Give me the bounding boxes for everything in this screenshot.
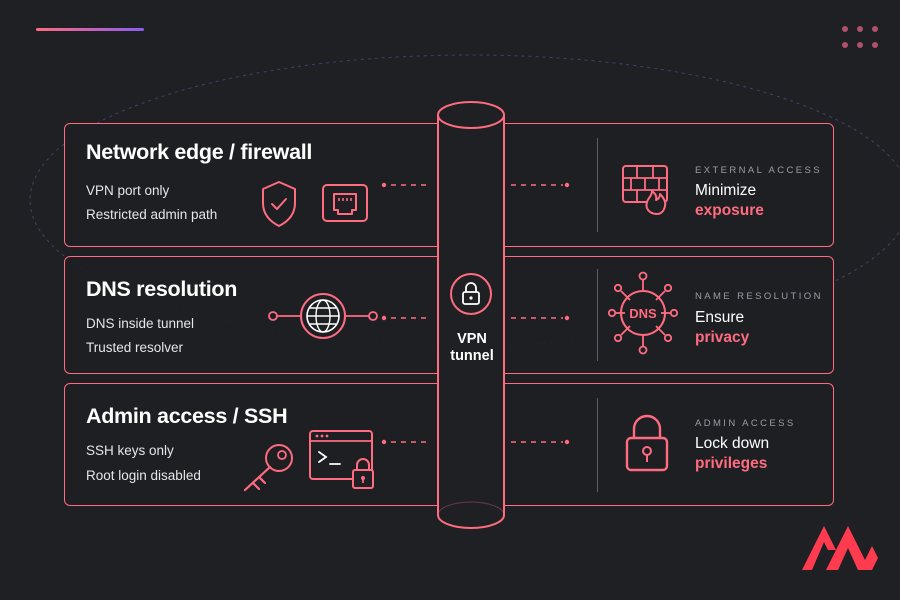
card-goal-accent: exposure	[695, 202, 764, 219]
card-goal: Lock down	[695, 435, 770, 452]
divider	[597, 398, 598, 492]
card-goal-accent: privacy	[695, 329, 750, 346]
card-kicker: ADMIN ACCESS	[695, 418, 796, 429]
accent-bar	[36, 28, 144, 31]
tunnel-label-line2: tunnel	[450, 348, 494, 364]
card-goal: Minimize	[695, 182, 757, 199]
padlock-icon	[625, 414, 669, 472]
shield-check-icon	[262, 181, 296, 227]
ethernet-port-icon	[322, 184, 368, 222]
card-item: DNS inside tunnel	[86, 316, 195, 331]
divider	[597, 138, 598, 232]
connector-dashes	[381, 315, 570, 321]
connector-dashes	[381, 439, 570, 445]
dns-network-icon: DNS	[607, 271, 679, 355]
globe-icon	[268, 293, 378, 339]
connector-dashes	[381, 182, 570, 188]
card-title: Admin access / SSH	[86, 404, 288, 428]
card-kicker: NAME RESOLUTION	[695, 291, 823, 302]
card-admin-access: Admin access / SSH SSH keys only Root lo…	[64, 383, 834, 506]
brand-logo	[802, 526, 878, 570]
key-icon	[243, 444, 293, 492]
tunnel-label-line1: VPN	[457, 331, 487, 347]
card-item: VPN port only	[86, 183, 170, 198]
card-item: Root login disabled	[86, 468, 201, 483]
terminal-lock-icon	[309, 430, 374, 489]
card-kicker: EXTERNAL ACCESS	[695, 165, 822, 176]
card-goal: Ensure	[695, 309, 745, 326]
card-item: Trusted resolver	[86, 340, 184, 355]
divider	[597, 269, 598, 361]
card-title: DNS resolution	[86, 277, 238, 301]
dot-grid	[842, 26, 878, 48]
card-item: Restricted admin path	[86, 207, 218, 222]
card-title: Network edge / firewall	[86, 140, 313, 164]
card-goal-accent: privileges	[695, 455, 768, 472]
card-network-edge: Network edge / firewall VPN port only Re…	[64, 123, 834, 247]
firewall-icon	[622, 165, 668, 215]
dns-icon-label: DNS	[629, 306, 657, 321]
card-item: SSH keys only	[86, 443, 174, 458]
